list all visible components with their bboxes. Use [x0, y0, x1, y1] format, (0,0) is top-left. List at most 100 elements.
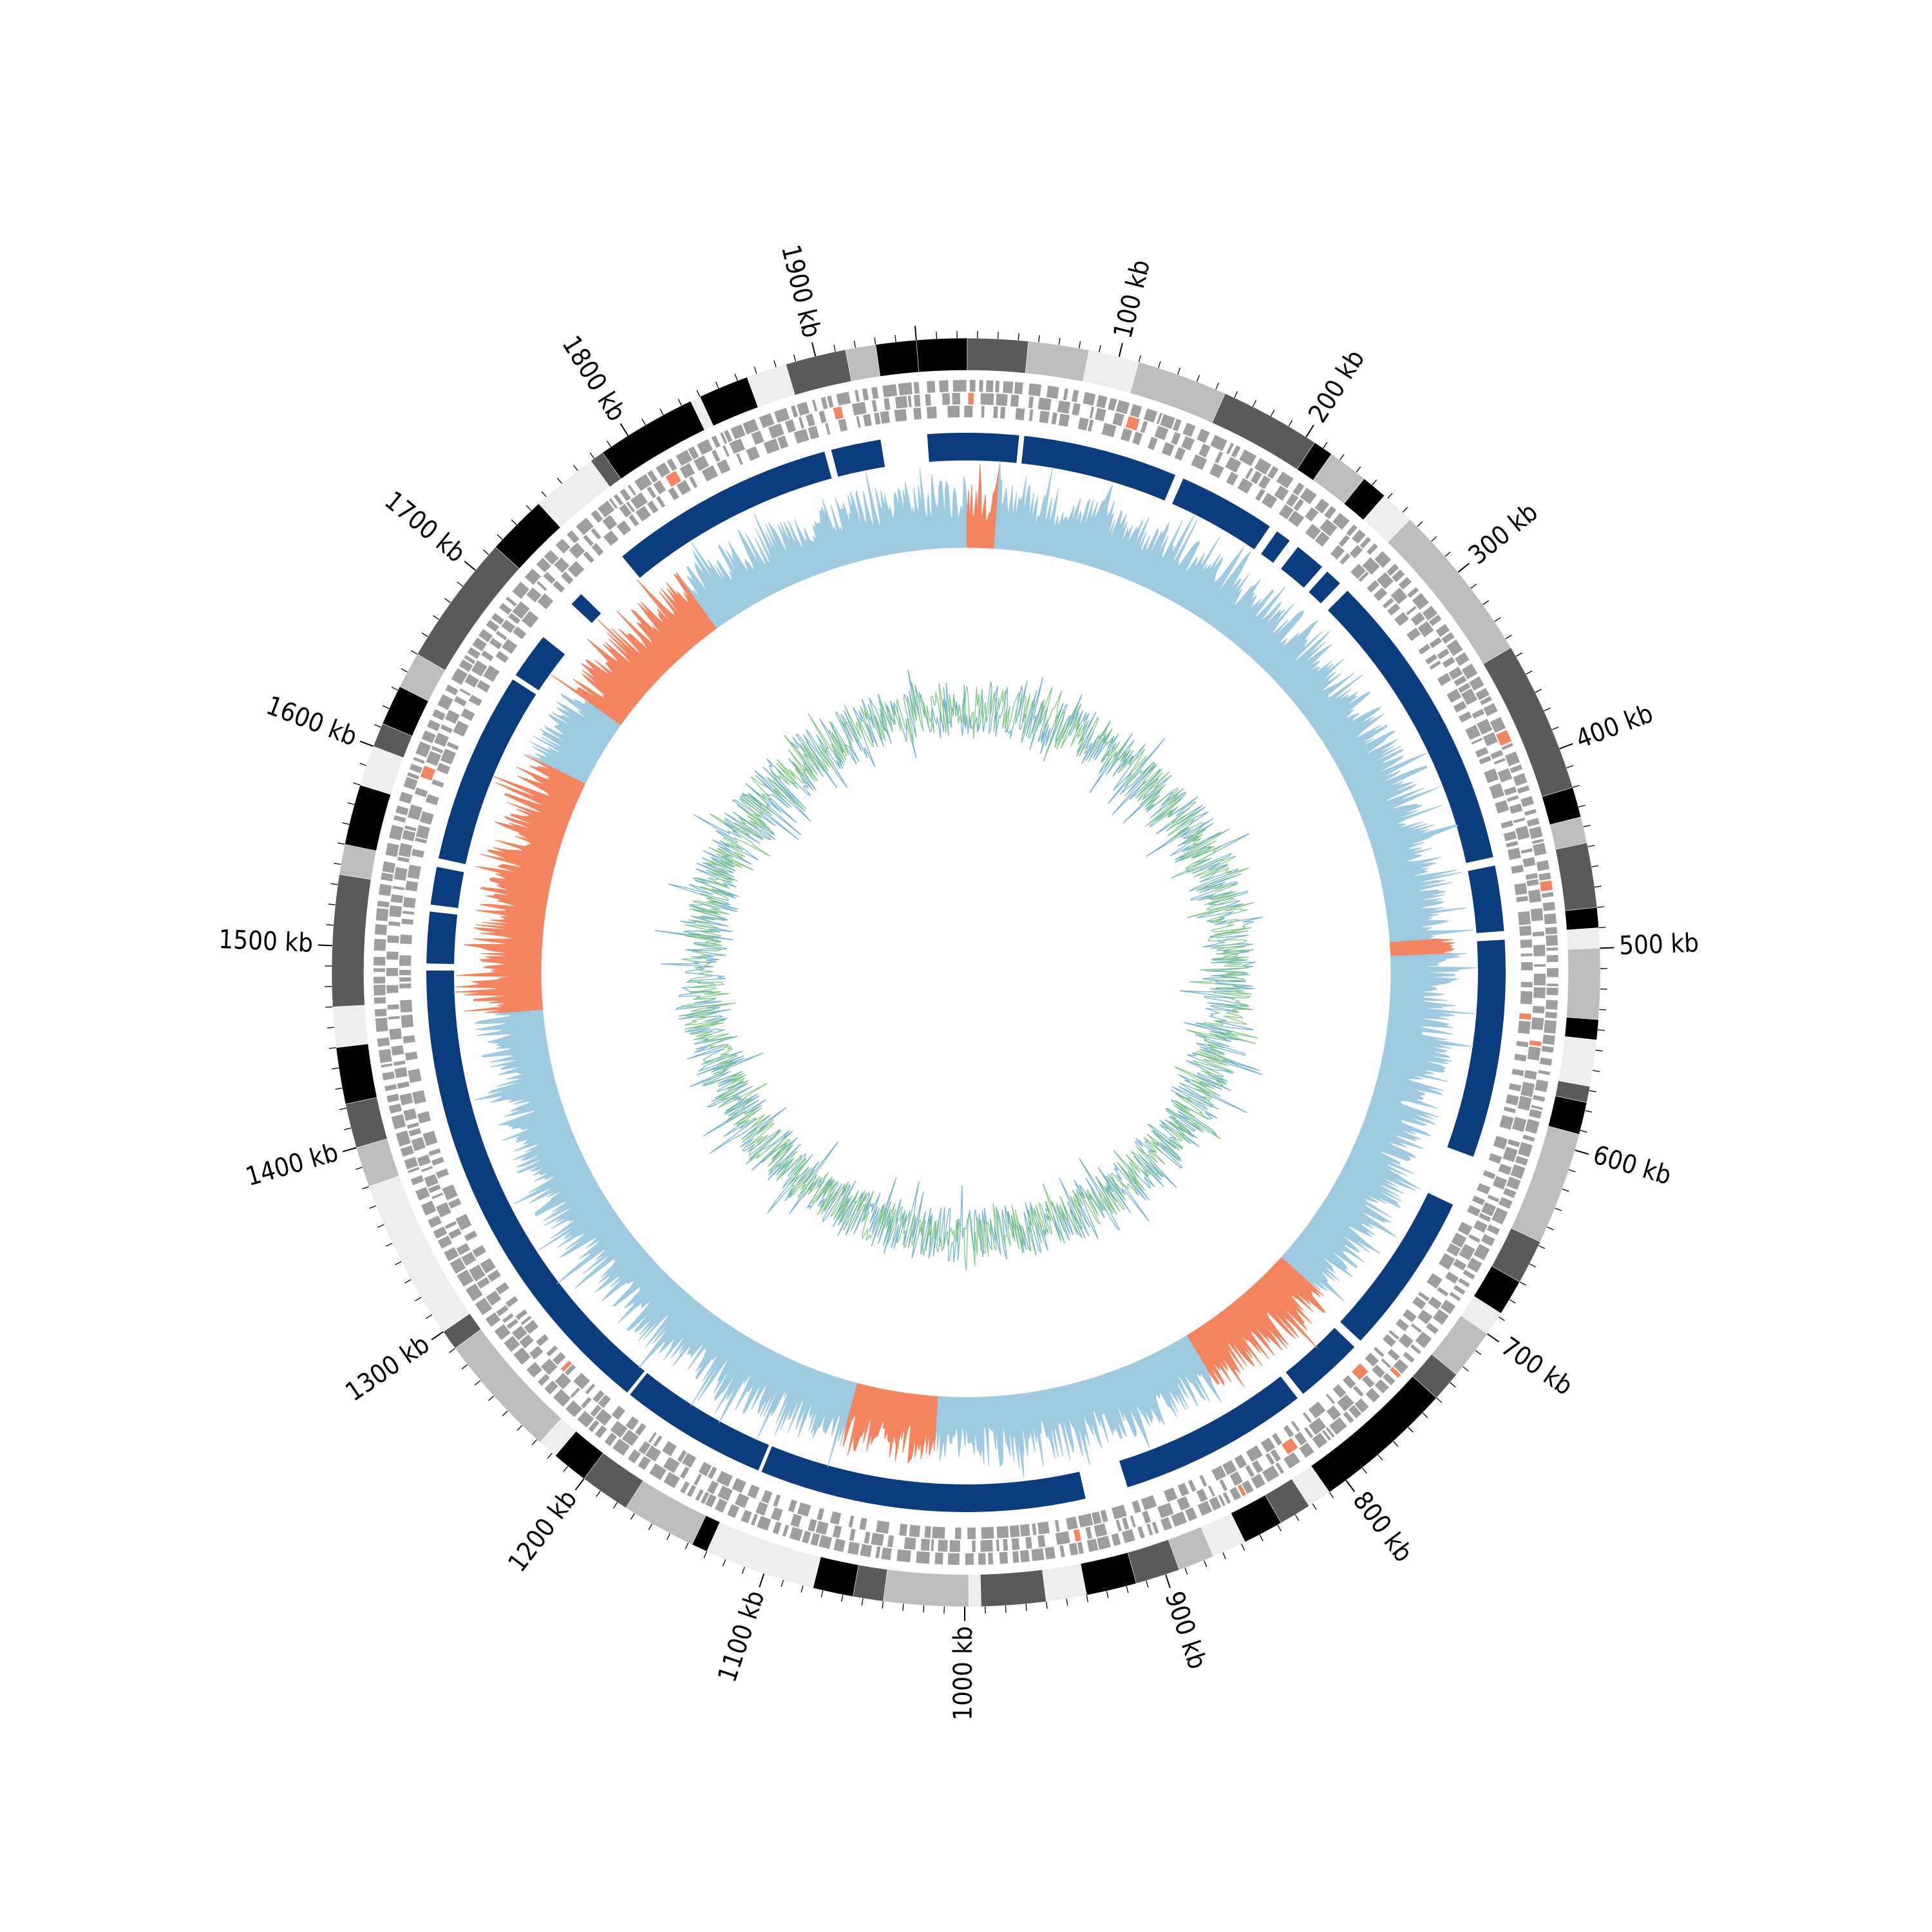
- minor-tick: [1475, 1350, 1482, 1356]
- feature-block: [1055, 1531, 1070, 1545]
- feature-block: [1437, 648, 1450, 659]
- feature-block: [656, 496, 666, 508]
- feature-block: [1387, 1349, 1400, 1361]
- feature-block: [1338, 535, 1350, 547]
- feature-block: [773, 1494, 781, 1507]
- feature-block: [1466, 1257, 1482, 1273]
- feature-block: [871, 1533, 884, 1546]
- minor-tick: [1422, 1412, 1428, 1418]
- feature-block: [464, 1230, 478, 1242]
- feature-block: [1254, 458, 1272, 475]
- feature-block: [1275, 1462, 1285, 1474]
- feature-block: [1373, 587, 1388, 601]
- feature-block: [1092, 1511, 1102, 1525]
- minor-tick: [800, 1585, 804, 1593]
- feature-block: [1398, 1333, 1414, 1349]
- feature-block: [513, 1347, 531, 1365]
- feature-block: [374, 1009, 387, 1017]
- feature-block: [947, 1553, 960, 1565]
- feature-block: [1457, 683, 1471, 693]
- feature-block: [819, 1535, 832, 1549]
- feature-block: [385, 842, 399, 857]
- feature-block: [1410, 1344, 1421, 1354]
- feature-block: [1406, 605, 1417, 616]
- gc-skew-segment: [551, 572, 717, 725]
- feature-block: [1054, 1520, 1060, 1532]
- feature-block: [1525, 873, 1538, 880]
- minor-tick: [475, 1380, 481, 1386]
- feature-block: [406, 1122, 419, 1129]
- feature-block: [1314, 531, 1330, 547]
- feature-block: [537, 1374, 550, 1386]
- feature-block: [395, 805, 409, 816]
- feature-block: [381, 872, 393, 882]
- feature-block: [1546, 934, 1558, 946]
- feature-block: [414, 787, 428, 797]
- feature-block: [524, 568, 542, 585]
- feature-block: [1125, 416, 1140, 431]
- feature-block: [907, 395, 912, 408]
- feature-block: [388, 1016, 400, 1020]
- minor-tick: [1595, 1050, 1603, 1052]
- feature-block: [849, 1528, 856, 1541]
- feature-block: [603, 530, 619, 546]
- feature-block: [1346, 524, 1358, 536]
- feature-block: [570, 1387, 580, 1398]
- feature-block: [887, 1535, 894, 1548]
- feature-block: [1517, 911, 1531, 925]
- minor-tick: [457, 582, 463, 587]
- feature-block: [544, 1380, 558, 1395]
- minor-tick: [483, 549, 489, 555]
- band-segment: [1566, 927, 1600, 950]
- feature-block: [407, 804, 422, 820]
- feature-block: [487, 1269, 501, 1282]
- feature-block: [798, 417, 804, 429]
- feature-block: [471, 660, 488, 677]
- feature-block: [802, 1530, 811, 1544]
- feature-block: [592, 1390, 605, 1403]
- feature-block: [980, 393, 994, 406]
- feature-block: [613, 494, 624, 506]
- feature-block: [583, 551, 594, 564]
- feature-block: [1115, 400, 1130, 415]
- feature-block: [1010, 394, 1019, 407]
- feature-block: [616, 520, 632, 536]
- band-segment: [968, 1574, 981, 1607]
- feature-block: [711, 435, 721, 448]
- feature-block: [1520, 990, 1533, 1005]
- feature-block: [1449, 1292, 1461, 1302]
- feature-block: [1545, 1012, 1557, 1019]
- feature-block: [810, 1533, 820, 1546]
- minor-tick: [344, 1127, 352, 1130]
- feature-block: [848, 1515, 855, 1528]
- band-segment: [980, 1569, 1046, 1607]
- minor-tick: [1498, 1316, 1505, 1321]
- band-segment: [853, 1564, 888, 1602]
- contig-block: [927, 433, 1019, 463]
- feature-block: [1520, 961, 1533, 971]
- feature-block: [972, 1540, 976, 1552]
- feature-block: [1325, 1394, 1336, 1405]
- minor-tick: [793, 354, 797, 362]
- feature-block: [687, 1484, 696, 1497]
- feature-block: [653, 1435, 663, 1447]
- minor-tick: [395, 1261, 402, 1265]
- feature-block: [506, 1318, 518, 1329]
- tick-label: 200 kb: [1303, 345, 1370, 428]
- minor-tick: [722, 1559, 726, 1566]
- feature-block: [513, 626, 527, 639]
- minor-tick: [1519, 1281, 1526, 1286]
- feature-block: [1367, 580, 1379, 593]
- minor-tick: [677, 399, 682, 406]
- feature-block: [619, 504, 632, 518]
- feature-block: [714, 1498, 728, 1513]
- feature-block: [1390, 587, 1408, 605]
- major-tick: [1457, 562, 1470, 573]
- feature-block: [1148, 437, 1158, 450]
- feature-block: [407, 864, 421, 880]
- feature-block: [1546, 999, 1558, 1010]
- feature-block: [864, 1531, 871, 1544]
- feature-block: [1349, 545, 1363, 559]
- feature-block: [1209, 463, 1224, 478]
- feature-block: [419, 811, 434, 825]
